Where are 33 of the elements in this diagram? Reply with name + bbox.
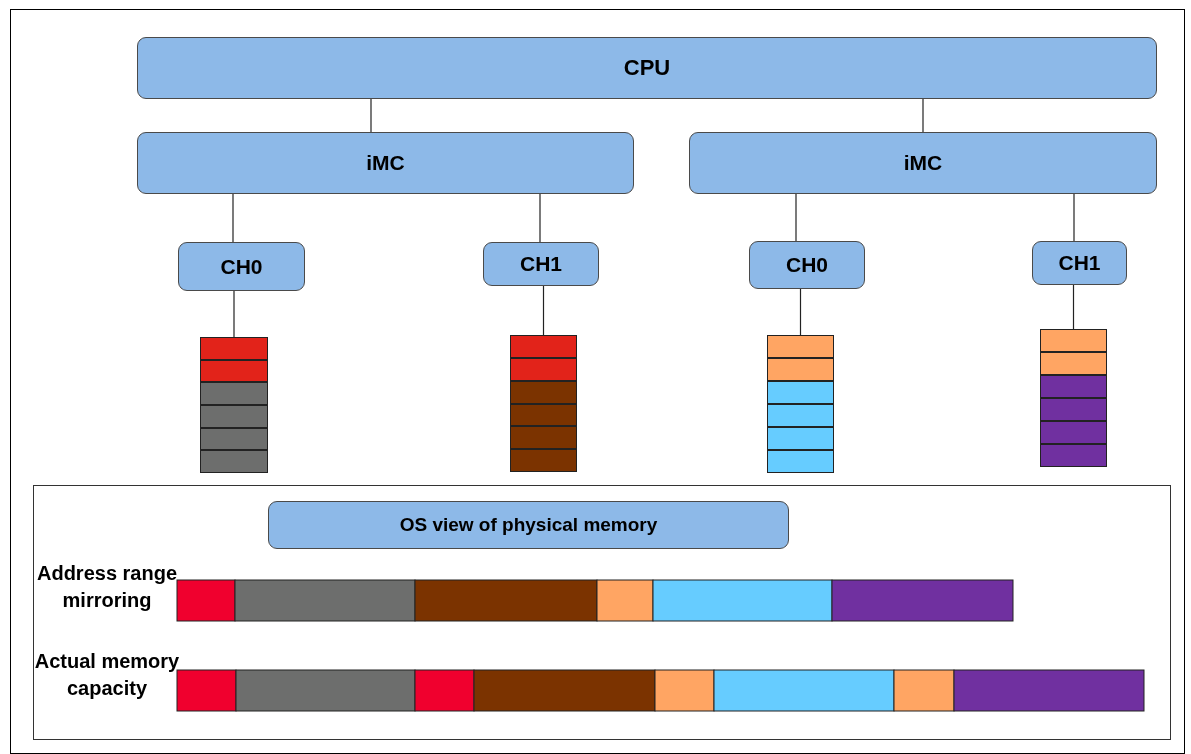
connector-line [233, 290, 235, 338]
process-box [689, 132, 1157, 194]
process-box [268, 501, 789, 549]
process-box [178, 242, 305, 291]
connector-line [232, 193, 234, 243]
box-label: CH0 [786, 253, 828, 277]
connector-line [370, 98, 372, 133]
box-label: CPU [623, 55, 671, 81]
box-label: OS view of physical memory [399, 514, 658, 536]
memory-module-stack [767, 335, 834, 473]
connector-line [799, 288, 802, 336]
process-box [137, 37, 1157, 99]
connector-line [922, 98, 924, 133]
process-box [137, 132, 634, 194]
connector-line [539, 193, 541, 243]
connector-line [1073, 193, 1075, 242]
row-label: Actual memory capacity [33, 649, 181, 701]
process-box [483, 242, 599, 286]
panel-frame [33, 485, 1171, 740]
connector-line [542, 285, 545, 336]
row-label: Address range mirroring [35, 561, 179, 613]
memory-module-stack [200, 337, 268, 473]
connector-line [795, 193, 797, 242]
process-box [749, 241, 865, 289]
connector-line [1072, 284, 1075, 330]
memory-module-stack [510, 335, 577, 472]
box-label: CH0 [220, 254, 263, 279]
process-box [1032, 241, 1127, 285]
box-label: iMC [366, 151, 405, 175]
box-label: CH1 [1058, 251, 1101, 275]
memory-module-stack [1040, 329, 1107, 467]
box-label: iMC [903, 151, 943, 175]
box-label: CH1 [520, 252, 562, 276]
